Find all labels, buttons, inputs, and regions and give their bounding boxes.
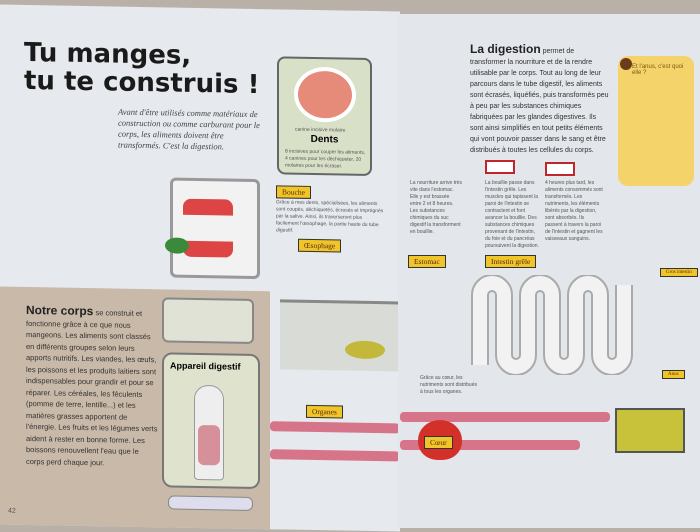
barcode-icon (485, 160, 515, 174)
label-bouche: Bouche (276, 185, 311, 199)
label-organes: Organes (306, 404, 343, 419)
sidebar-box: Et l'anus, c'est quoi elle ? (618, 56, 694, 186)
blood-pipe (400, 412, 610, 422)
barcode-icon (545, 162, 575, 176)
digestion-paragraph: permet de transformer la nourriture et d… (470, 48, 609, 154)
mouth-illustration (294, 66, 356, 123)
label-coeur: Cœur (424, 436, 453, 449)
intro-text: Avant d'être utilisés comme matériaux de… (118, 106, 260, 152)
left-page: Tu manges, tu te construis ! Avant d'êtr… (0, 4, 400, 532)
digestion-text: La digestion permet de transformer la no… (470, 42, 610, 156)
coeur-text: Grâce au cœur, les nutriments sont distr… (420, 375, 477, 395)
teeth-text: 8 incisives pour couper les aliments, 4 … (285, 148, 366, 170)
label-intestin-grele: Intestin grêle (485, 255, 537, 268)
label-anus: Anus (662, 370, 685, 379)
estomac-text: La nourriture arrive très vite dans l'es… (410, 180, 462, 235)
digestive-system-box: Appareil digestif (162, 352, 260, 490)
teeth-title: Dents (310, 133, 339, 146)
appareil-title: Appareil digestif (170, 360, 241, 372)
title-line-2: tu te construis ! (24, 65, 260, 101)
kid-avatar-icon (620, 58, 632, 70)
label-gros-intestin: Gros intestin (660, 268, 698, 277)
blood-pipe (270, 449, 400, 462)
nutriments-text: 4 heures plus tard, les aliments consomm… (545, 180, 603, 242)
truck-illustration (615, 408, 685, 453)
food-blob (345, 340, 385, 360)
food-illustration (165, 237, 189, 254)
bouche-text: Grâce à mes dents, spécialisées, les ali… (276, 199, 384, 234)
intestine-illustration (471, 275, 633, 375)
digestion-heading: La digestion (470, 42, 541, 56)
stomach-machine (280, 299, 398, 372)
body-heading: Notre corps (26, 302, 94, 319)
body-text: Notre corps se construit et fonctionne g… (26, 302, 158, 469)
page-number: 42 (8, 507, 16, 515)
page-title: Tu manges, tu te construis ! (24, 38, 260, 101)
label-estomac: Estomac (408, 255, 446, 268)
blood-pipe (270, 421, 400, 434)
control-panel-illustration (162, 297, 254, 344)
blood-pipe (400, 440, 580, 450)
teeth-box: canine incisive molaire Dents 8 incisive… (277, 56, 372, 177)
dial-panel (168, 495, 253, 511)
sidebar-title: Et l'anus, c'est quoi elle ? (632, 64, 684, 76)
body-paragraph: se construit et fonctionne grâce à ce qu… (26, 308, 158, 467)
mouth-machine (170, 177, 260, 280)
intestin-text: La bouillie passe dans l'intestin grêle.… (485, 180, 539, 249)
label-oesophage: Œsophage (298, 238, 342, 253)
